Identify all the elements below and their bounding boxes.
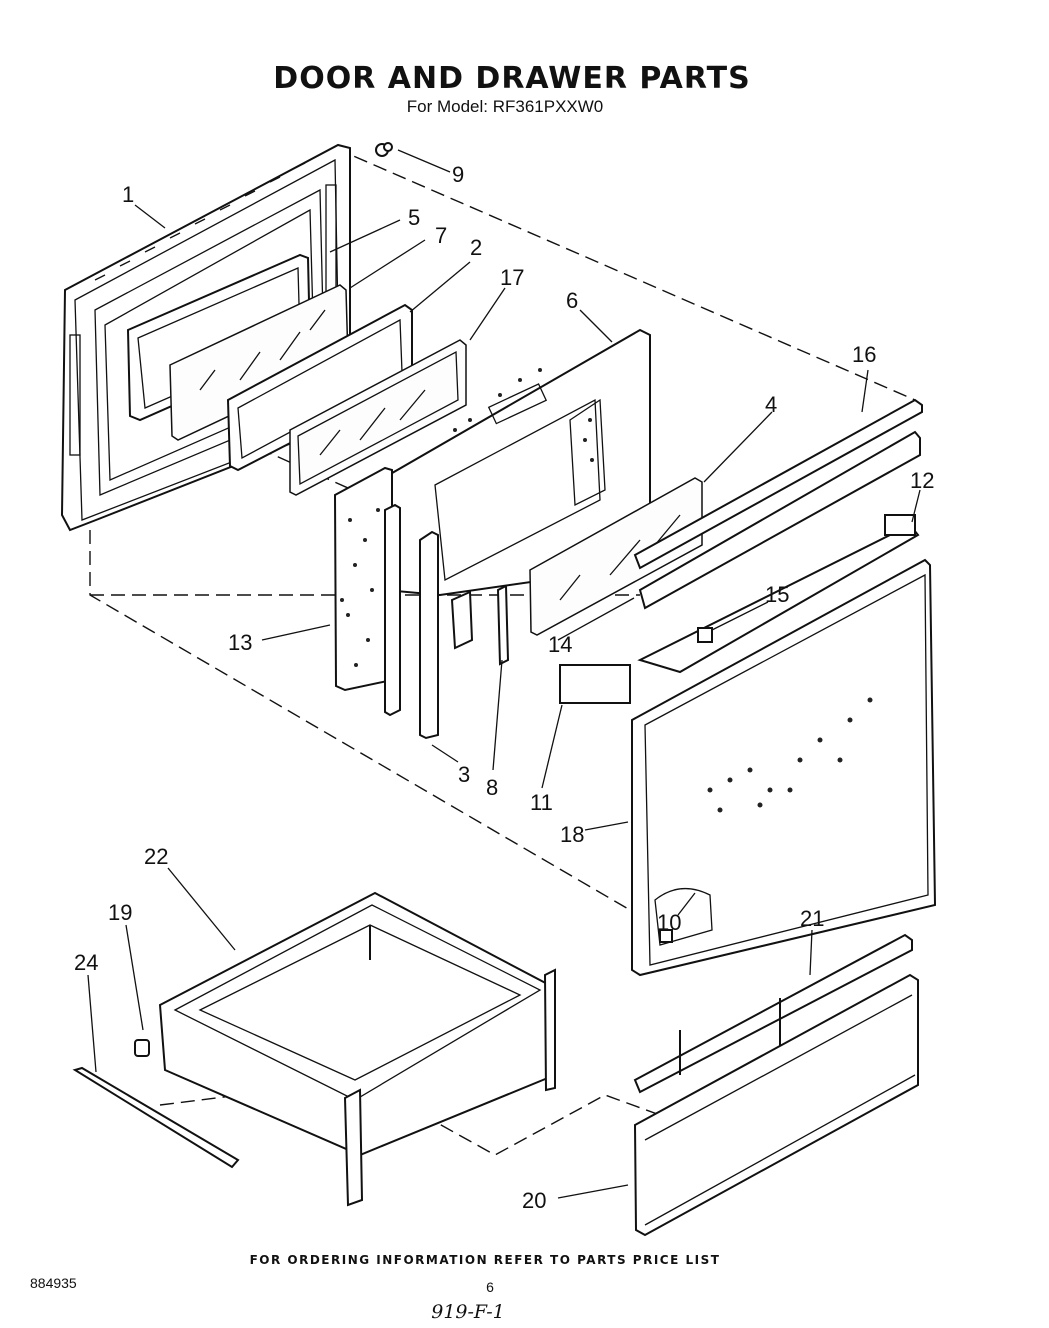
outer-glass-part (529, 477, 703, 636)
door-channel-part (384, 503, 439, 740)
model-subtitle: For Model: RF361PXXW0 (407, 97, 604, 116)
ordering-info-note: FOR ORDERING INFORMATION REFER TO PARTS … (250, 1253, 721, 1267)
callout-20: 20 (522, 1188, 546, 1213)
drawer-roller-part (134, 1039, 150, 1057)
callout-8: 8 (486, 775, 498, 800)
handwritten-code: 919-F-1 (431, 1301, 505, 1323)
callout-17: 17 (500, 265, 524, 290)
callout-5: 5 (408, 205, 420, 230)
callout-3: 3 (458, 762, 470, 787)
insulation-part (333, 466, 393, 692)
callout-12: 12 (910, 468, 934, 493)
callout-15: 15 (765, 582, 789, 607)
door-spring-part (659, 929, 673, 943)
page-number: 6 (486, 1279, 494, 1295)
drawer-front-panel-part (633, 973, 919, 1237)
callout-21: 21 (800, 906, 824, 931)
label-part (559, 664, 631, 704)
callout-1: 1 (122, 182, 134, 207)
vent-handle-part (637, 514, 920, 674)
door-bumper-part (375, 142, 393, 157)
door-trim-top-part (633, 398, 923, 610)
drawer-rail-part (72, 1066, 240, 1169)
callout-numbers: 1 2 3 4 5 6 7 8 9 10 11 12 13 14 15 16 1… (74, 162, 934, 1213)
callout-18: 18 (560, 822, 584, 847)
drawer-part (158, 891, 556, 1207)
callout-2: 2 (470, 235, 482, 260)
hinge-bracket-part (450, 584, 510, 666)
callout-6: 6 (566, 288, 578, 313)
callout-4: 4 (765, 392, 777, 417)
callout-13: 13 (228, 630, 252, 655)
callout-22: 22 (144, 844, 168, 869)
window-glass-panel-part (289, 339, 467, 496)
callout-16: 16 (852, 342, 876, 367)
callout-11: 11 (530, 790, 553, 815)
callout-9: 9 (452, 162, 464, 187)
callout-24: 24 (74, 950, 98, 975)
callout-10: 10 (657, 910, 681, 935)
page-title: DOOR AND DRAWER PARTS (273, 61, 750, 96)
document-number: 884935 (30, 1275, 77, 1291)
callout-7: 7 (435, 223, 447, 248)
callout-19: 19 (108, 900, 132, 925)
outer-door-panel-part (631, 558, 937, 977)
callout-14: 14 (548, 632, 572, 657)
leader-lines (87, 149, 921, 1199)
